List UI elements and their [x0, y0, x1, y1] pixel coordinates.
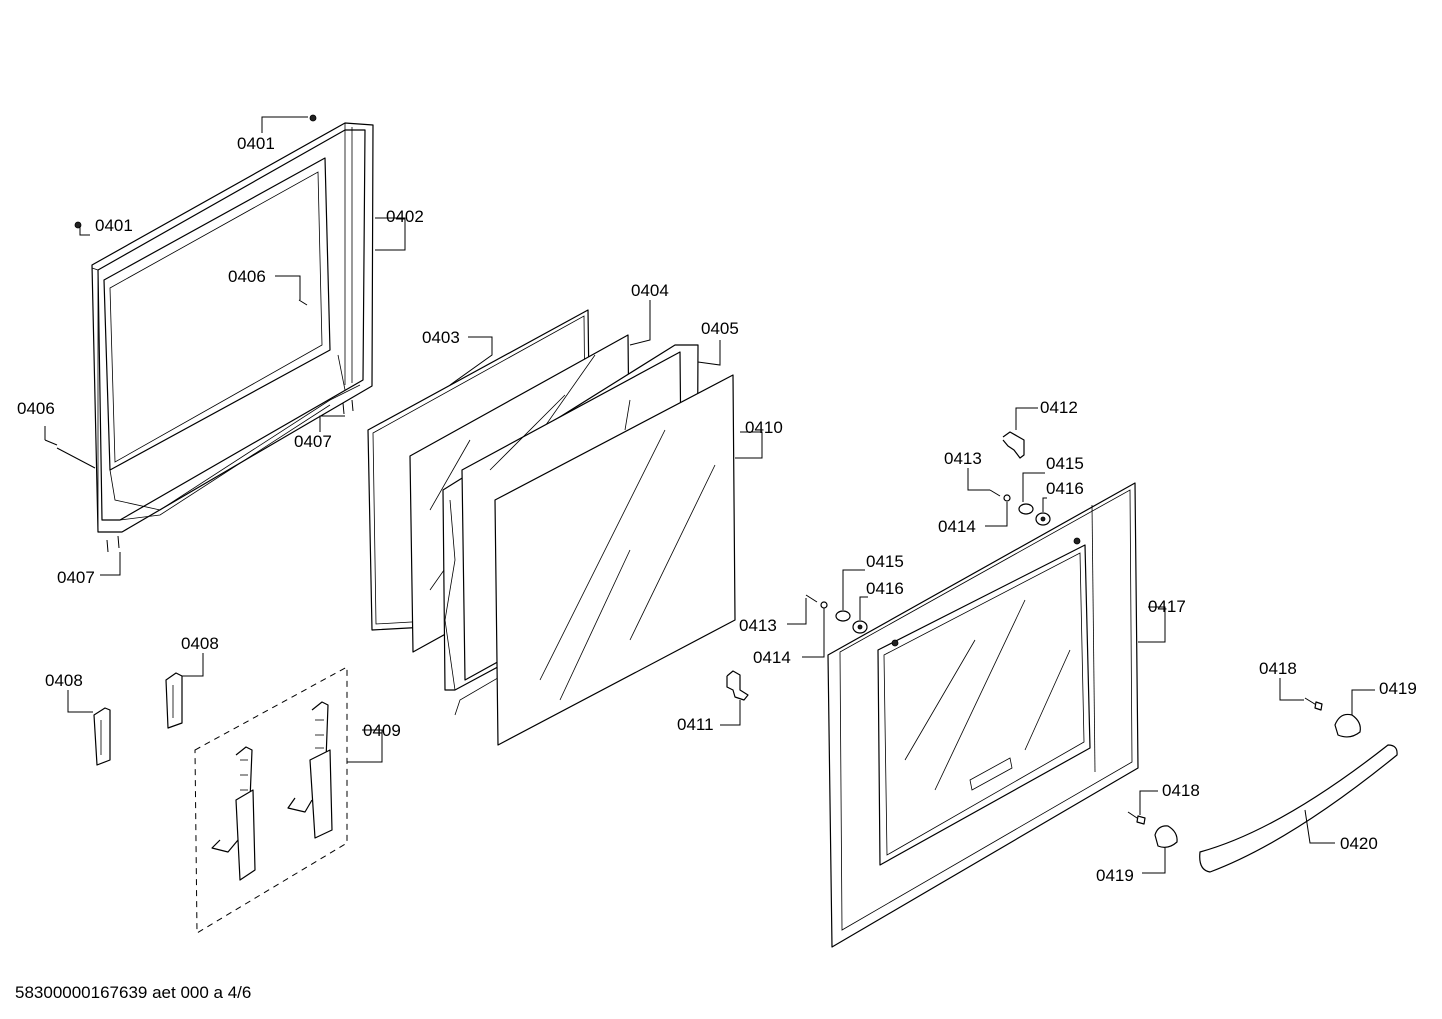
door-outer-panel [827, 482, 1139, 948]
label-0407-lower: 0407 [57, 568, 95, 587]
label-0414-upper: 0414 [938, 517, 976, 536]
upper-hardware [989, 489, 1051, 526]
label-0412: 0412 [1040, 398, 1078, 417]
label-0418-upper: 0418 [1259, 659, 1297, 678]
hinge-set [194, 666, 348, 934]
hinge-receptacle-left [93, 707, 111, 766]
label-0408-right: 0408 [181, 634, 219, 653]
handle-cap-upper [1334, 713, 1361, 738]
label-0415-upper: 0415 [1046, 454, 1084, 473]
label-0401-left: 0401 [95, 216, 133, 235]
label-0405: 0405 [701, 319, 739, 338]
hinge-left [211, 746, 256, 881]
label-0409: 0409 [363, 721, 401, 740]
bracket-0411 [726, 670, 749, 701]
label-0411: 0411 [677, 715, 714, 734]
handle-bar [1199, 744, 1398, 873]
handle-pin-upper [1304, 697, 1323, 711]
label-0404: 0404 [631, 281, 669, 300]
outer-glass-panel [494, 374, 736, 746]
bracket-0412 [1002, 431, 1025, 459]
leader-lines [44, 116, 1375, 874]
label-0414-lower: 0414 [753, 648, 791, 667]
handle-pin-lower [1127, 811, 1146, 825]
label-0420: 0420 [1340, 834, 1378, 853]
label-0413-lower: 0413 [739, 616, 777, 635]
hinge-right [287, 701, 333, 839]
inner-door-frame [91, 122, 374, 533]
drawing-reference-code: 58300000167639 aet 000 a 4/6 [15, 983, 251, 1002]
label-0401-top: 0401 [237, 134, 275, 153]
label-0418-lower: 0418 [1162, 781, 1200, 800]
label-0407-upper: 0407 [294, 432, 332, 451]
hinge-receptacle-right [165, 672, 183, 729]
label-0408-left: 0408 [45, 671, 83, 690]
label-0417: 0417 [1148, 597, 1186, 616]
label-0415-lower: 0415 [866, 552, 904, 571]
label-0406-lower: 0406 [17, 399, 55, 418]
lower-hardware [805, 594, 868, 634]
label-0410: 0410 [745, 418, 783, 437]
label-0402: 0402 [386, 207, 424, 226]
part-labels: 0401 0401 0402 0406 0406 0407 0407 0403 … [17, 134, 1417, 885]
label-0403: 0403 [422, 328, 460, 347]
label-0419-lower: 0419 [1096, 866, 1134, 885]
label-0416-lower: 0416 [866, 579, 904, 598]
label-0413-upper: 0413 [944, 449, 982, 468]
label-0419-upper: 0419 [1379, 679, 1417, 698]
label-0416-upper: 0416 [1046, 479, 1084, 498]
handle-cap-lower [1154, 825, 1178, 848]
label-0406-upper: 0406 [228, 267, 266, 286]
